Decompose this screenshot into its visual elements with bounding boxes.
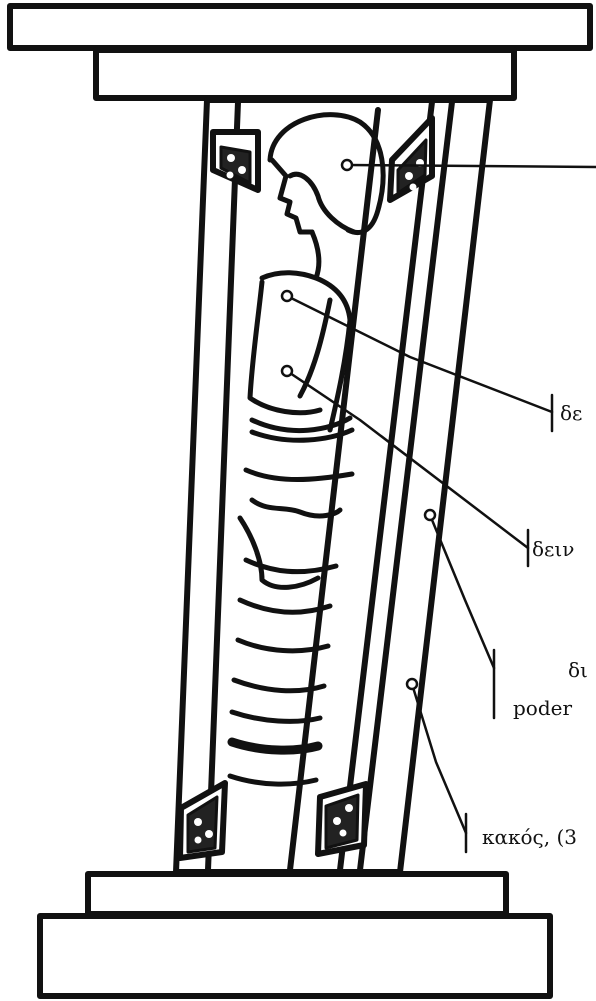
base-upper-slab xyxy=(88,874,506,914)
label-3a: δι xyxy=(568,660,588,680)
corner-ornament-bottom-right xyxy=(318,784,366,854)
label-2: δειν xyxy=(532,539,574,559)
label-1: δε xyxy=(560,403,582,423)
capital-top-slab xyxy=(10,6,590,48)
label-4: κακός, (3 xyxy=(482,827,577,847)
base-lower-slab xyxy=(40,916,550,996)
capital-lower-slab xyxy=(96,50,514,98)
label-3b: poder xyxy=(513,698,572,718)
